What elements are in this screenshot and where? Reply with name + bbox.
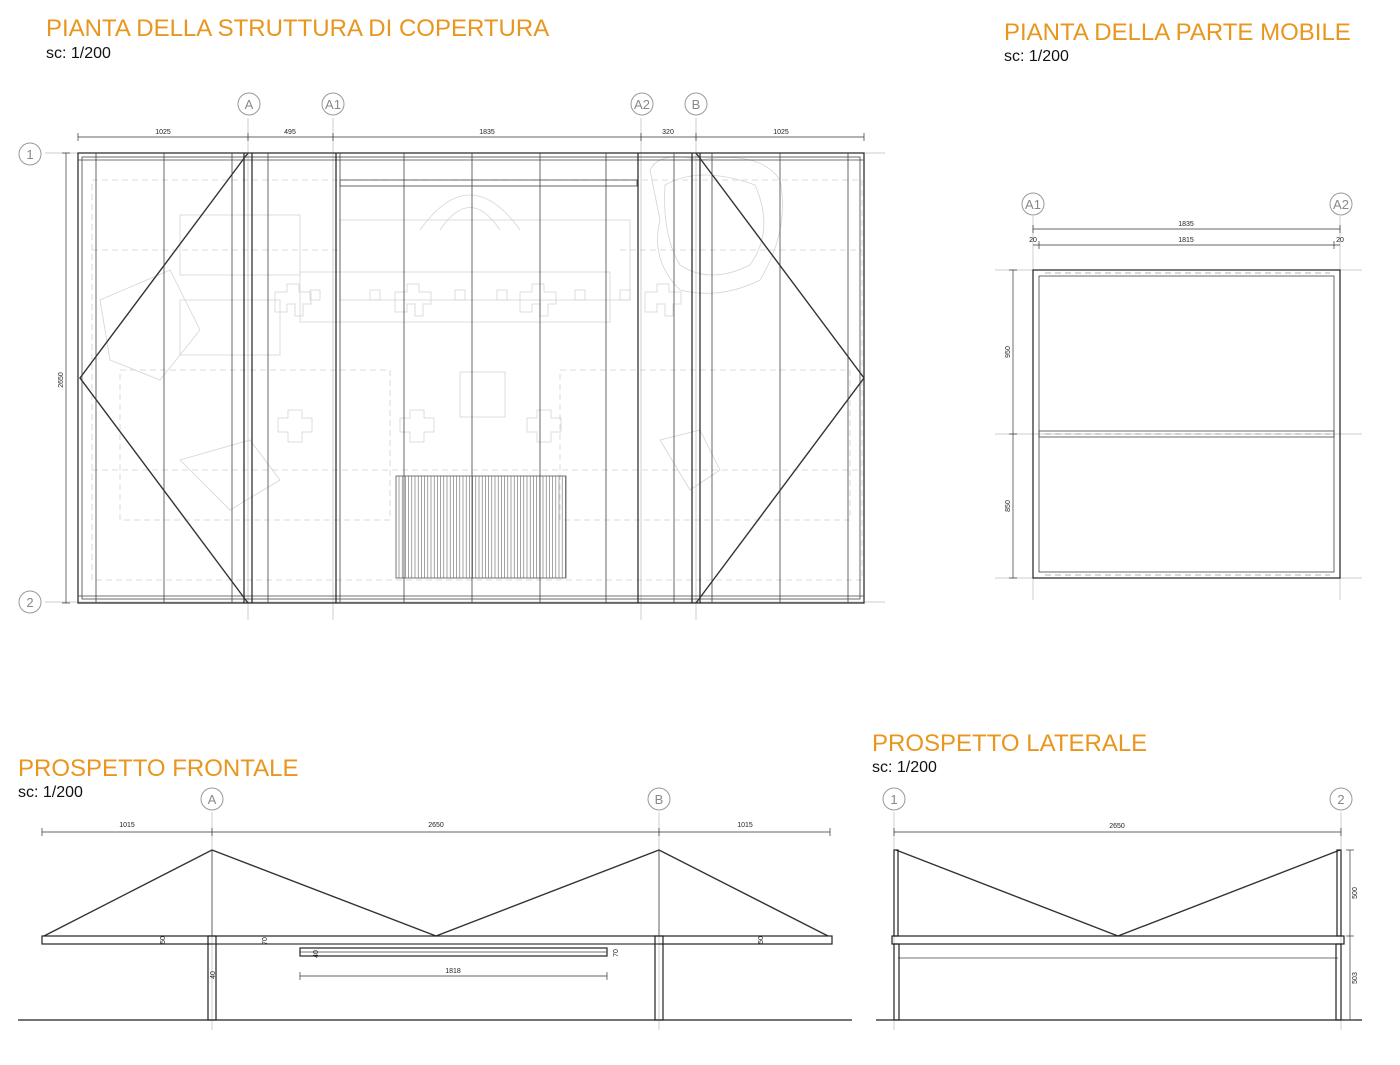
side-elevation-scale: sc: 1/200 [872, 759, 937, 776]
front-grid-A: A [208, 792, 217, 807]
dim-320: 320 [662, 129, 674, 136]
grid-B: B [692, 97, 701, 112]
mobile-plan-title: PIANTA DELLA PARTE MOBILE [1004, 19, 1351, 46]
dim-1025-right: 1025 [773, 129, 789, 136]
front-elevation: A B 1015 2650 1015 50 70 40 70 50 40 181… [18, 787, 852, 1030]
front-dim-40-column: 40 [210, 971, 217, 979]
dim-1025-left: 1025 [155, 129, 171, 136]
mobile-grid-A1: A1 [1025, 197, 1041, 212]
front-dim-50-left: 50 [160, 936, 167, 944]
grid-1: 1 [26, 147, 33, 162]
front-grid-B: B [655, 792, 664, 807]
grid-A1: A1 [325, 97, 341, 112]
mobile-plan-scale: sc: 1/200 [1004, 48, 1069, 65]
front-elevation-title: PROSPETTO FRONTALE [18, 755, 299, 782]
side-dim-2650: 2650 [1109, 823, 1125, 830]
mobile-plan: A1 A2 1835 20 1815 20 950 850 [995, 192, 1362, 600]
side-dim-500: 500 [1352, 887, 1359, 899]
front-dim-70-right: 70 [613, 949, 620, 957]
roof-plan-grid-bubbles: A A1 A2 B 1 2 [18, 92, 708, 614]
mobile-dim-20-right: 20 [1336, 237, 1344, 244]
front-roof-profile [43, 849, 829, 937]
side-elevation: 1 2 2650 500 503 [876, 787, 1362, 1030]
front-dim-1015-left: 1015 [119, 822, 135, 829]
right-diagonal-brace [695, 152, 865, 604]
roof-plan-scale: sc: 1/200 [46, 45, 111, 62]
side-grid-1: 1 [890, 792, 897, 807]
roof-purlins [95, 153, 849, 603]
side-roof-profile [895, 849, 1341, 937]
front-elevation-scale: sc: 1/200 [18, 784, 83, 801]
dim-1835: 1835 [479, 129, 495, 136]
mobile-grid-A2: A2 [1333, 197, 1349, 212]
stair-hatch [395, 475, 567, 579]
mobile-dim-1815: 1815 [1178, 237, 1194, 244]
mobile-dim-20-left: 20 [1029, 237, 1037, 244]
roof-plan-dimensions: 1025 495 1835 320 1025 2650 [58, 129, 865, 604]
side-grid-2: 2 [1337, 792, 1344, 807]
grid-A: A [245, 97, 254, 112]
front-dim-40-mobile: 40 [313, 950, 320, 958]
front-dim-50-right: 50 [758, 936, 765, 944]
front-dim-1015-right: 1015 [737, 822, 753, 829]
left-diagonal-brace [79, 152, 249, 604]
dim-2650-vertical: 2650 [58, 372, 65, 388]
side-elevation-title: PROSPETTO LATERALE [872, 730, 1148, 757]
mobile-dim-950: 950 [1005, 346, 1012, 358]
front-dim-70-left: 70 [262, 937, 269, 945]
front-dim-2650: 2650 [428, 822, 444, 829]
grid-A2: A2 [634, 97, 650, 112]
front-dim-1818: 1818 [445, 968, 461, 975]
mobile-dim-1835: 1835 [1178, 221, 1194, 228]
site-ghost-plan [91, 156, 863, 581]
roof-plan: 1025 495 1835 320 1025 2650 A A1 A2 B 1 … [18, 92, 885, 620]
roof-plan-title: PIANTA DELLA STRUTTURA DI COPERTURA [46, 15, 550, 42]
grid-2: 2 [26, 595, 33, 610]
mobile-dim-850: 850 [1005, 500, 1012, 512]
dim-495: 495 [284, 129, 296, 136]
side-dim-503: 503 [1352, 972, 1359, 984]
